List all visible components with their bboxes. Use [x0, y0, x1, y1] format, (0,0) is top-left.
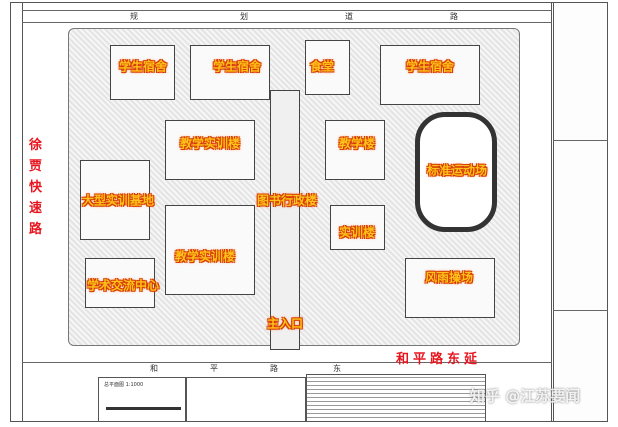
divider: [22, 22, 552, 23]
road-char: 规: [130, 12, 138, 21]
training-top-block: [165, 120, 255, 180]
divider: [553, 140, 608, 141]
label-stadium: 标准运动场: [426, 163, 488, 178]
divider: [553, 310, 608, 311]
label-entrance: 主入口: [266, 316, 304, 331]
south-road-label: 和平路东延: [396, 352, 482, 367]
training-bottom-block: [165, 205, 255, 295]
watermark: 知乎 @江苏要闻: [470, 387, 581, 405]
training-bldg-block: [330, 205, 385, 250]
legend-box: [186, 377, 306, 422]
divider: [22, 10, 552, 11]
data-table: [306, 374, 486, 422]
dorm3-block: [380, 45, 480, 105]
running-track: [415, 112, 497, 232]
label-large-training: 大型实训基地: [81, 193, 155, 208]
label-training-bldg: 实训楼: [338, 225, 376, 240]
dorm1-block: [110, 45, 175, 100]
large-training-block: [80, 160, 150, 240]
label-training-bottom: 教学实训楼: [174, 249, 236, 264]
scale-box: [98, 377, 186, 422]
divider: [22, 362, 552, 363]
gym-block: [405, 258, 495, 318]
label-dorm1: 学生宿舍: [118, 59, 168, 74]
road-char: 东: [333, 364, 341, 373]
label-canteen: 食堂: [309, 59, 335, 74]
west-road-label: 徐贾快速路: [29, 138, 43, 237]
label-dorm2: 学生宿舍: [212, 59, 262, 74]
label-exchange: 学术交流中心: [86, 278, 160, 293]
central-axis: [270, 90, 300, 350]
title-block: [553, 2, 608, 422]
exchange-block: [85, 258, 155, 308]
road-char: 路: [270, 364, 278, 373]
road-char: 划: [240, 12, 248, 21]
label-library: 图书行政楼: [256, 193, 318, 208]
plan-title: 总平面图 1:1000: [104, 382, 144, 388]
road-char: 道: [345, 12, 353, 21]
label-gym: 风雨操场: [424, 270, 474, 285]
road-char: 路: [450, 12, 458, 21]
dorm2-block: [190, 45, 270, 100]
label-teaching: 教学楼: [338, 136, 376, 151]
teaching-block: [325, 120, 385, 180]
label-training-top: 教学实训楼: [179, 136, 241, 151]
scale-bar: [106, 407, 181, 410]
road-char: 平: [210, 364, 218, 373]
canteen-block: [305, 40, 350, 95]
road-char: 和: [150, 364, 158, 373]
label-dorm3: 学生宿舍: [405, 59, 455, 74]
